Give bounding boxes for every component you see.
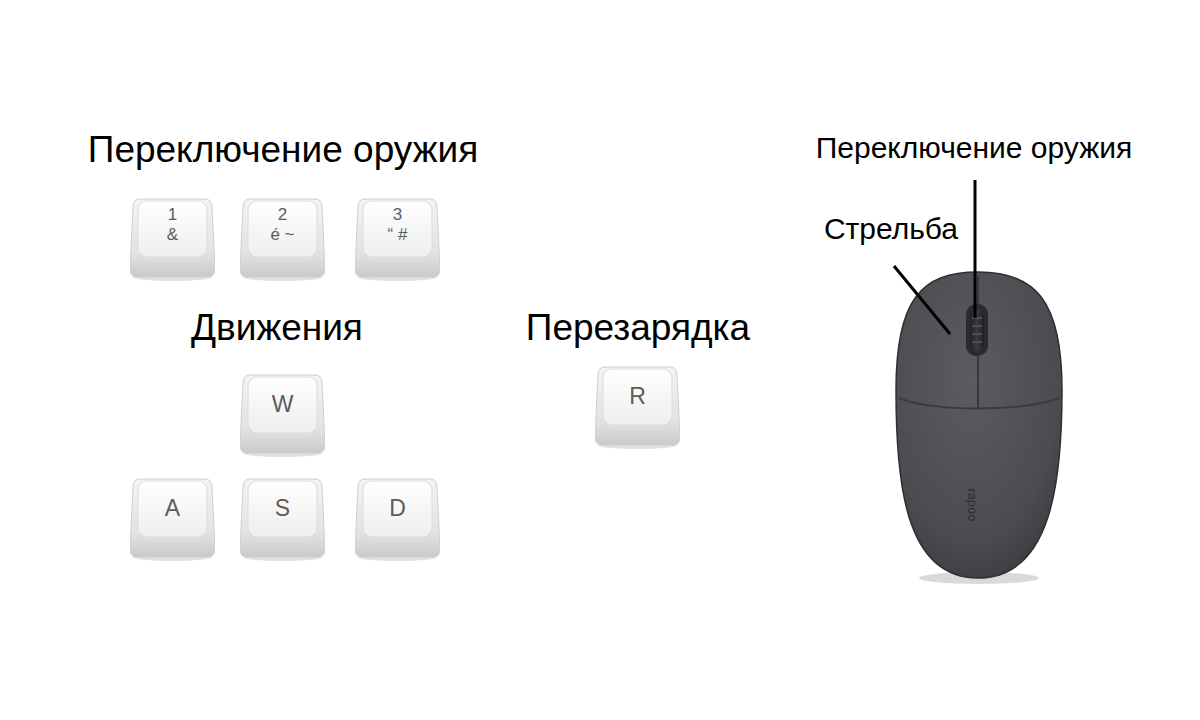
keyboard-key: 3“ # [355, 197, 440, 277]
key-letter: W [272, 392, 294, 417]
keyboard-key: W [240, 373, 325, 453]
keycap-body [240, 479, 325, 557]
keycap-body [130, 199, 215, 277]
callout-label: Переключение оружия [816, 131, 1133, 166]
key-face: S [248, 481, 317, 537]
key-letter: R [629, 384, 646, 409]
mouse-body [896, 272, 1062, 578]
key-letter: D [389, 496, 406, 521]
key-face: D [363, 481, 432, 537]
group-heading: Перезарядка [526, 307, 750, 350]
mouse-illustration [890, 262, 1065, 587]
key-symbol: é ~ [270, 225, 294, 245]
leader-line [894, 266, 950, 334]
wheel-ridge [972, 325, 982, 327]
keycap-top [248, 377, 317, 433]
key-face: 1& [138, 201, 207, 257]
keycap-top [248, 201, 317, 257]
group-heading: Движения [191, 307, 363, 350]
keycap-top [138, 201, 207, 257]
keyboard-key: S [240, 477, 325, 557]
wheel-slot [966, 304, 988, 356]
keycap-body [595, 367, 680, 445]
key-face: 2é ~ [248, 201, 317, 257]
key-face: W [248, 377, 317, 433]
key-symbol: “ # [388, 225, 408, 245]
keycap-body [240, 199, 325, 277]
key-face: R [603, 369, 672, 425]
keycap-top [363, 201, 432, 257]
keyboard-key: R [595, 365, 680, 445]
key-face: A [138, 481, 207, 537]
keyboard-key: 1& [130, 197, 215, 277]
wheel-ridge [972, 333, 982, 335]
wheel-ridge [972, 341, 982, 343]
keycap-body [355, 479, 440, 557]
key-symbol: 3 [393, 205, 402, 225]
key-symbol: & [167, 225, 178, 245]
key-symbol: 2 [278, 205, 287, 225]
keycap-body [355, 199, 440, 277]
scroll-wheel [970, 309, 984, 351]
key-letter: A [165, 496, 180, 521]
key-face: 3“ # [363, 201, 432, 257]
keycap-top [603, 369, 672, 425]
keycap-top [363, 481, 432, 537]
keyboard-key: D [355, 477, 440, 557]
keyboard-key: A [130, 477, 215, 557]
keycap-body [130, 479, 215, 557]
key-symbol: 1 [168, 205, 177, 225]
brand-logo: rapoo [965, 488, 979, 521]
keyboard-key: 2é ~ [240, 197, 325, 277]
button-edge [899, 398, 1059, 409]
leader-line [974, 180, 977, 318]
keycap-top [138, 481, 207, 537]
keycap-top [248, 481, 317, 537]
keycap-body [240, 375, 325, 453]
computer-mouse: rapoo [890, 262, 1065, 587]
key-letter: S [275, 496, 290, 521]
callout-label: Стрельба [824, 212, 958, 247]
group-heading: Переключение оружия [88, 129, 478, 172]
